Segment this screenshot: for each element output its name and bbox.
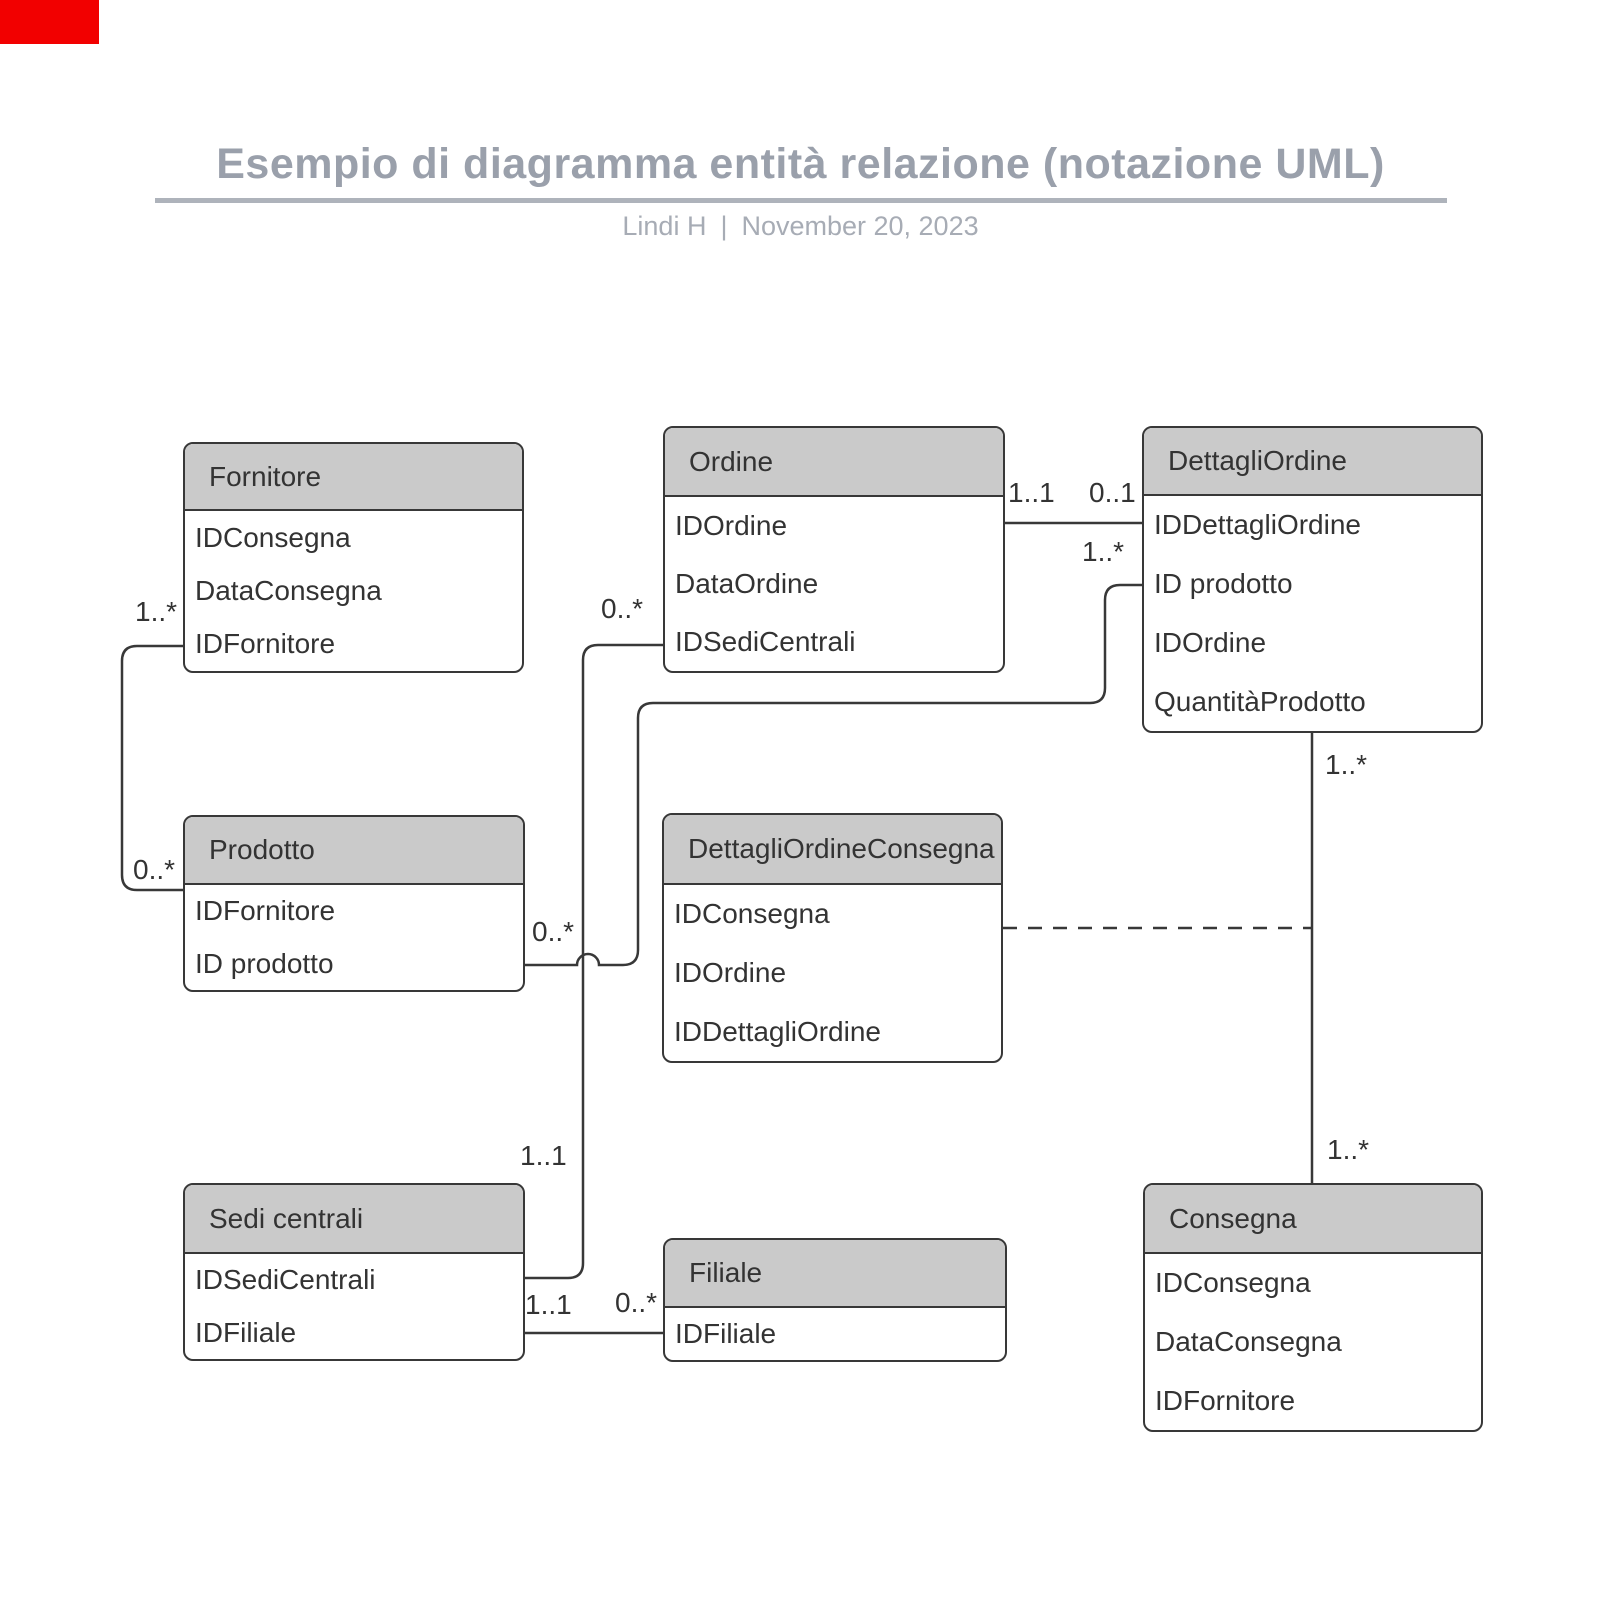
attribute: DataOrdine (675, 568, 819, 599)
red-corner-marker (0, 0, 99, 44)
entity-dettagliordine: DettagliOrdine IDDettagliOrdine ID prodo… (1142, 426, 1483, 733)
attribute: ID prodotto (1154, 568, 1293, 600)
entity-consegna-header: Consegna (1145, 1185, 1481, 1254)
cardinality-dettagliordine-left-top: 0..1 (1089, 477, 1136, 508)
entity-filiale-header: Filiale (665, 1240, 1005, 1308)
entity-fornitore-header: Fornitore (185, 444, 522, 511)
entity-name: Prodotto (209, 834, 315, 865)
attribute: IDSediCentrali (195, 1264, 376, 1296)
cardinality-sedicentrali-top: 1..1 (520, 1140, 567, 1171)
attribute: IDOrdine (1154, 626, 1267, 658)
attribute: IDDettagliOrdine (674, 1015, 881, 1047)
cardinality-filiale-left: 0..* (615, 1287, 658, 1318)
cardinality-fornitore: 1..* (135, 596, 178, 627)
attribute: IDFiliale (675, 1318, 777, 1349)
byline-date: November 20, 2023 (741, 211, 979, 241)
page-title: Esempio di diagramma entità relazione (n… (216, 140, 1385, 188)
entity-name: Filiale (689, 1257, 763, 1288)
attribute: IDFiliale (195, 1316, 297, 1348)
attribute: IDFornitore (1155, 1384, 1296, 1416)
attribute: DataConsegna (1155, 1326, 1342, 1357)
cardinality-dettagliordine-left-bottom: 1..* (1082, 536, 1125, 567)
cardinality-sedicentrali-right: 1..1 (525, 1289, 572, 1320)
entity-dettagliordineconsegna-header: DettagliOrdineConsegna (664, 815, 1001, 885)
entity-sedicentrali-header: Sedi centrali (185, 1185, 523, 1254)
entity-filiale: Filiale IDFiliale (663, 1238, 1007, 1362)
entity-dettagliordineconsegna: DettagliOrdineConsegna IDConsegna IDOrdi… (662, 813, 1003, 1063)
attribute: IDOrdine (675, 510, 788, 541)
entity-ordine: Ordine IDOrdine DataOrdine IDSediCentral… (663, 426, 1005, 673)
attribute: IDConsegna (1155, 1267, 1311, 1299)
entity-dettagliordineconsegna-attributes: IDConsegna IDOrdine IDDettagliOrdine (664, 885, 1001, 1061)
entity-name: DettagliOrdineConsegna (688, 833, 995, 864)
attribute: IDOrdine (674, 957, 787, 988)
rel-fornitore-prodotto-line (120, 644, 183, 892)
rel-ordine-sedicentrali-line (525, 643, 663, 1280)
attribute: DataConsegna (195, 574, 382, 606)
cardinality-ordine-left: 0..* (601, 593, 644, 624)
attribute: IDFornitore (195, 628, 336, 660)
entity-name: Sedi centrali (209, 1202, 364, 1234)
cardinality-prodotto-left: 0..* (133, 854, 176, 885)
byline: Lindi H | November 20, 2023 (0, 211, 1601, 242)
entity-ordine-header: Ordine (665, 428, 1003, 497)
entity-sedicentrali-attributes: IDSediCentrali IDFiliale (185, 1254, 523, 1359)
entity-consegna: Consegna IDConsegna DataConsegna IDForni… (1143, 1183, 1483, 1432)
entity-fornitore: Fornitore IDConsegna DataConsegna IDForn… (183, 442, 524, 673)
cardinality-consegna-top: 1..* (1327, 1134, 1370, 1165)
entity-dettagliordine-attributes: IDDettagliOrdine ID prodotto IDOrdine Qu… (1144, 496, 1481, 731)
rel-dettagliordine-prodotto-line (525, 583, 1142, 967)
entity-fornitore-attributes: IDConsegna DataConsegna IDFornitore (185, 511, 522, 671)
entity-prodotto: Prodotto IDFornitore ID prodotto (183, 815, 525, 992)
title-underline (155, 198, 1447, 203)
byline-separator: | (720, 211, 728, 241)
attribute: ID prodotto (195, 947, 334, 979)
attribute: IDDettagliOrdine (1154, 509, 1361, 541)
attribute: QuantitàProdotto (1154, 685, 1366, 717)
cardinality-prodotto-right: 0..* (532, 916, 575, 947)
entity-name: Ordine (689, 445, 774, 477)
entity-consegna-attributes: IDConsegna DataConsegna IDFornitore (1145, 1254, 1481, 1430)
byline-author: Lindi H (622, 211, 707, 241)
attribute: IDConsegna (195, 521, 351, 553)
cardinality-dettagliordine-bottom: 1..* (1325, 749, 1368, 780)
entity-filiale-attributes: IDFiliale (665, 1308, 1005, 1360)
attribute: IDFornitore (195, 895, 336, 927)
entity-sedicentrali: Sedi centrali IDSediCentrali IDFiliale (183, 1183, 525, 1361)
entity-name: DettagliOrdine (1168, 445, 1347, 476)
attribute: IDConsegna (674, 898, 830, 930)
cardinality-ordine-right: 1..1 (1008, 477, 1055, 508)
entity-prodotto-attributes: IDFornitore ID prodotto (185, 885, 523, 990)
entity-ordine-attributes: IDOrdine DataOrdine IDSediCentrali (665, 497, 1003, 671)
entity-name: Consegna (1169, 1202, 1297, 1234)
entity-prodotto-header: Prodotto (185, 817, 523, 885)
entity-dettagliordine-header: DettagliOrdine (1144, 428, 1481, 496)
entity-name: Fornitore (209, 460, 322, 492)
attribute: IDSediCentrali (675, 626, 856, 657)
